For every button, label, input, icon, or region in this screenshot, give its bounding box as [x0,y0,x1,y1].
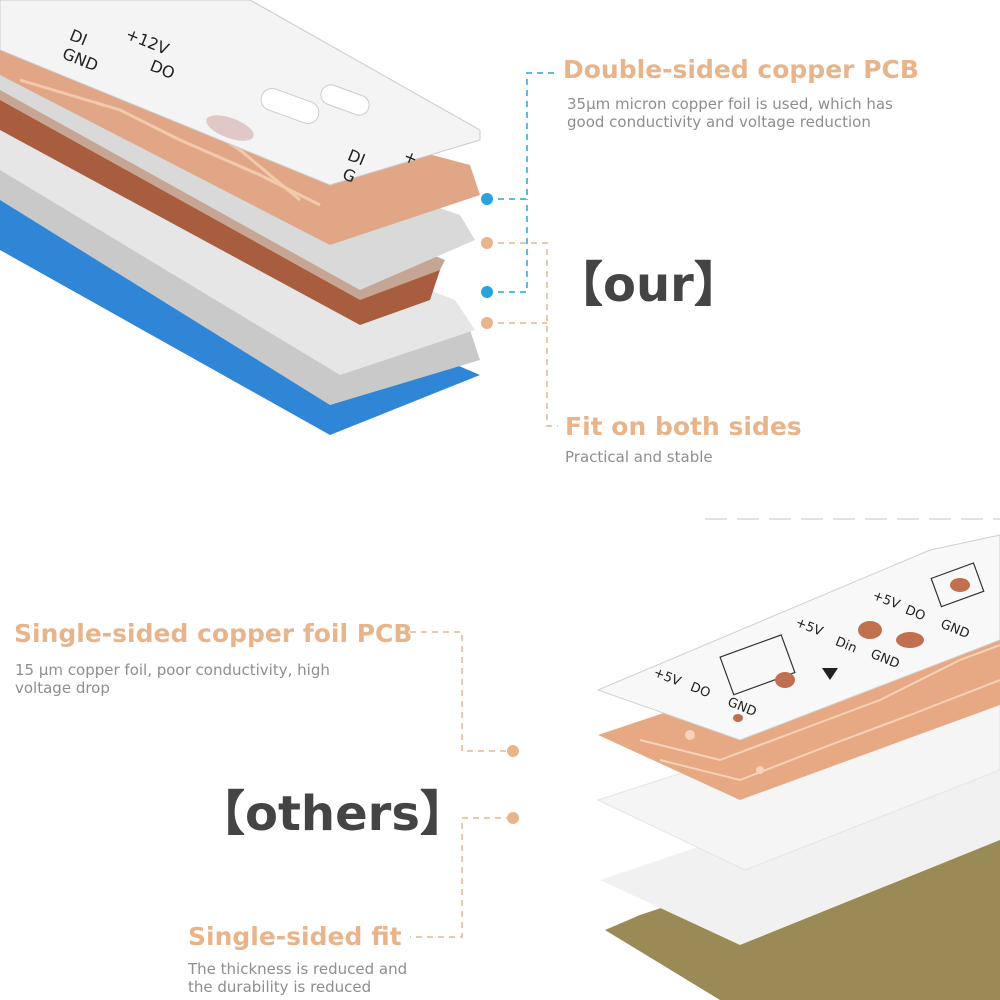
others-feature1-title: Single-sided copper foil PCB [14,619,413,648]
our-feature1-title: Double-sided copper PCB [563,55,919,84]
orange-dot-2 [481,317,493,329]
our-feature2-desc: Practical and stable [565,448,713,466]
orange-dot-others-1 [507,745,519,757]
orange-dot-others-2 [507,812,519,824]
white-pcb-top-layer [0,0,481,186]
orange-dot-1 [481,237,493,249]
others-label: 【others】 [197,786,468,842]
others-feature2-title: Single-sided fit [188,922,402,951]
our-feature2-title: Fit on both sides [565,412,802,441]
white-pcb-top-others [596,534,1000,741]
others-feature1-desc: 15 µm copper foil, poor conductivity, hi… [15,661,330,697]
our-feature1-desc: 35µm micron copper foil is used, which h… [567,95,893,131]
others-feature2-desc: The thickness is reduced and the durabil… [188,960,408,996]
blue-dot-2 [481,286,493,298]
blue-dot-1 [481,193,493,205]
our-label: 【our】 [555,257,742,313]
